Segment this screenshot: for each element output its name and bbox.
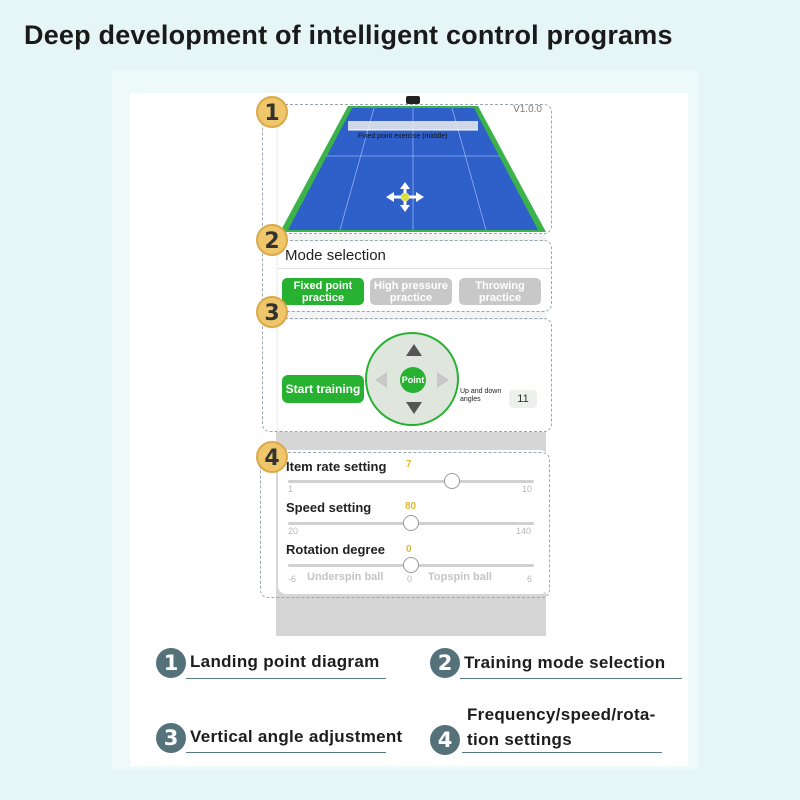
legend-2-text: Training mode selection — [464, 653, 666, 672]
section-4-outline — [260, 452, 550, 598]
button-label-line1: High pressure — [374, 280, 448, 292]
underspin-label: Underspin ball — [307, 571, 384, 583]
high-pressure-practice-button[interactable]: High pressure practice — [370, 278, 452, 305]
section-2-outline — [262, 240, 552, 312]
court-graphic — [280, 106, 546, 232]
button-label-line2: practice — [478, 292, 522, 304]
right-arrow-icon — [437, 372, 449, 388]
angle-label: Up and down angles — [460, 388, 520, 404]
legend-3-underline — [186, 752, 386, 753]
mode-selection-panel: Mode selection Fixed point practice High… — [278, 241, 550, 311]
section-3-outline — [262, 318, 552, 432]
rotation-title: Rotation degree — [286, 542, 385, 557]
topspin-label: Topspin ball — [428, 571, 492, 583]
item-rate-slider[interactable] — [288, 473, 534, 489]
fixed-point-practice-button[interactable]: Fixed point practice — [282, 278, 364, 305]
speed-title: Speed setting — [286, 500, 372, 515]
section-1-badge: 1 — [256, 96, 288, 128]
up-arrow-icon[interactable] — [406, 344, 422, 356]
item-rate-max: 10 — [522, 484, 533, 494]
item-rate-value: 7 — [406, 459, 412, 470]
version-label: V1.0.0 — [513, 104, 542, 115]
speed-value: 80 — [405, 501, 417, 512]
rotation-max: 6 — [527, 574, 533, 584]
speed-max: 140 — [516, 526, 532, 536]
legend-4-badge: 4 — [430, 725, 460, 755]
section-2-badge: 2 — [256, 224, 288, 256]
angle-label-line2: angles — [460, 396, 481, 403]
angle-control-panel: Start training Point Up and down angles … — [278, 320, 550, 432]
legend-2-badge: 2 — [430, 648, 460, 678]
legend-1-badge: 1 — [156, 648, 186, 678]
button-label-line1: Fixed point — [293, 280, 353, 292]
item-rate-min: 1 — [288, 484, 294, 494]
legend-4-text-line1: Frequency/speed/rota- — [467, 705, 656, 724]
start-training-button[interactable]: Start training — [282, 375, 364, 403]
slider-thumb[interactable] — [403, 557, 419, 573]
divider — [278, 268, 550, 269]
legend-3-badge: 3 — [156, 723, 186, 753]
section-1-outline — [262, 104, 552, 234]
section-3-badge: 3 — [256, 296, 288, 328]
move-arrows-icon[interactable] — [385, 181, 425, 213]
direction-pad[interactable]: Point — [365, 332, 459, 426]
button-label-line1: Throwing — [475, 280, 525, 292]
angle-label-line1: Up and down — [460, 388, 502, 395]
legend-4-text-line2: tion settings — [467, 730, 572, 749]
court-mode-label: Fixed point exercise (middle) — [358, 133, 448, 140]
slider-thumb[interactable] — [403, 515, 419, 531]
speed-slider[interactable] — [288, 515, 534, 531]
legend-4-underline — [462, 752, 662, 753]
rotation-mid: 0 — [407, 574, 413, 584]
rotation-value: 0 — [406, 544, 412, 555]
mode-title: Mode selection — [285, 247, 386, 264]
legend-2-underline — [460, 678, 682, 679]
button-label-line2: practice — [389, 292, 433, 304]
angle-value: 11 — [509, 390, 537, 408]
rotation-min: -6 — [288, 574, 297, 584]
headline: Deep development of intelligent control … — [24, 20, 673, 50]
legend-1-text: Landing point diagram — [190, 652, 380, 671]
slider-thumb[interactable] — [444, 473, 461, 489]
button-label-line2: practice — [301, 292, 345, 304]
section-4-badge: 4 — [256, 441, 288, 473]
down-arrow-icon[interactable] — [406, 402, 422, 414]
speed-min: 20 — [288, 526, 299, 536]
legend-3-text: Vertical angle adjustment — [190, 727, 403, 746]
item-rate-title: Item rate setting — [286, 459, 387, 474]
robot-icon — [406, 96, 420, 104]
rotation-slider[interactable] — [288, 557, 534, 573]
settings-panel: Item rate setting 7 1 10 Speed setting 8… — [278, 450, 548, 594]
left-arrow-icon — [375, 372, 387, 388]
landing-point-diagram[interactable]: V1.0.0 Fixed point exercise (middle) — [278, 96, 548, 234]
point-button[interactable]: Point — [400, 367, 426, 393]
legend-1-underline — [186, 678, 386, 679]
throwing-practice-button[interactable]: Throwing practice — [459, 278, 541, 305]
